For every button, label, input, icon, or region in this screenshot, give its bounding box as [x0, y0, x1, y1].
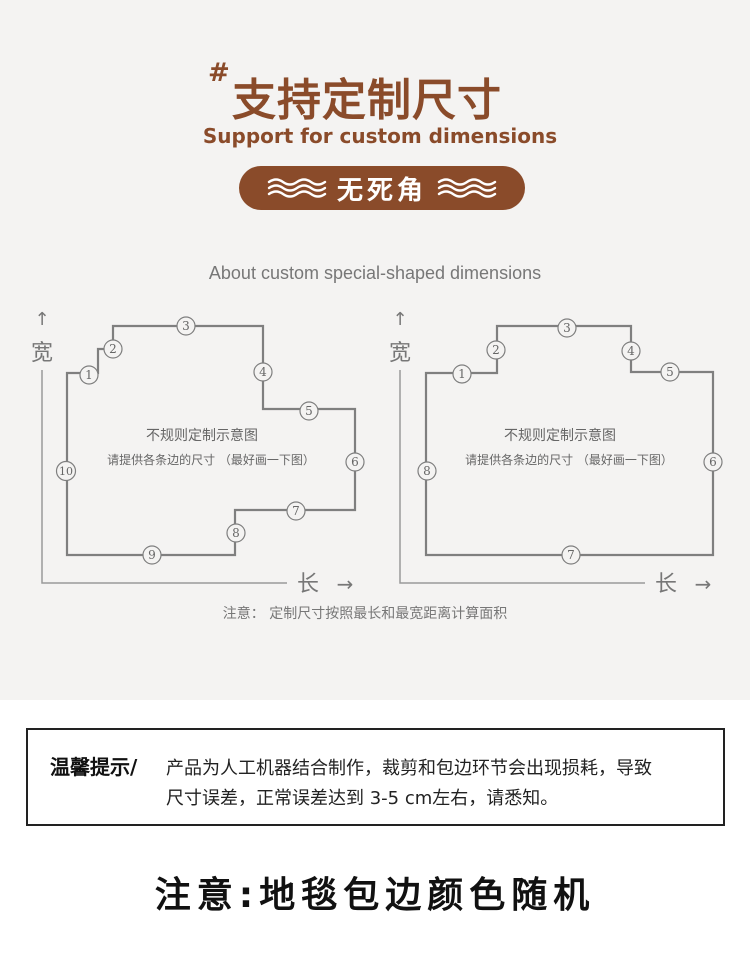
edge-markers: 1 2 3 4 5 6 7 8 [417, 318, 723, 565]
edge-markers: 1 2 3 4 5 6 7 8 9 10 [55, 316, 365, 565]
tips-label: 温馨提示/ [50, 755, 138, 779]
length-axis-label: 长 [297, 572, 319, 597]
axis-arrow-up: ↑ [392, 309, 407, 330]
irregular-diagram-right: ↑ 宽 长 → 不规则定制示意图 请提供各条边的尺寸 （最好画一下图） 1 2 … [389, 309, 723, 597]
edge-number-9: 9 [148, 548, 156, 562]
wave-icon [437, 178, 497, 198]
edge-number-10: 10 [59, 465, 73, 478]
edge-marker-5 [299, 401, 319, 421]
width-axis-label: 宽 [31, 341, 53, 366]
edge-marker-4 [253, 362, 273, 382]
edge-number-6: 6 [709, 455, 717, 469]
axis-arrow-right: → [337, 572, 354, 596]
edge-number-7: 7 [567, 548, 575, 562]
edge-marker-8 [417, 461, 437, 481]
edge-number-3: 3 [182, 319, 190, 333]
tips-line-2: 尺寸误差，正常误差达到 3-5 cm左右，请悉知。 [166, 788, 559, 809]
edge-marker-10 [55, 460, 77, 482]
length-axis-label: 长 [655, 572, 677, 597]
irregular-outline [65, 324, 357, 557]
irregular-diagram-left: ↑ 宽 长 → 不规则定制示意图 请提供各条边的尺寸 （最好画一下图） 1 2 … [31, 309, 365, 597]
diagrams-canvas: ↑ 宽 长 → 不规则定制示意图 请提供各条边的尺寸 （最好画一下图） 1 2 … [31, 309, 723, 597]
diagram-caption-title: 不规则定制示意图 [146, 427, 258, 444]
edge-marker-6 [345, 452, 365, 472]
section-heading: About custom special-shaped dimensions [208, 263, 542, 283]
edge-number-5: 5 [305, 404, 313, 418]
edge-marker-5 [660, 362, 680, 382]
area-calculation-note: 注意： 定制尺寸按照最长和最宽距离计算面积 [222, 606, 508, 622]
tips-line-1: 产品为人工机器结合制作，裁剪和包边环节会出现损耗，导致 [166, 758, 652, 779]
no-dead-angle-badge: 无死角 [239, 166, 525, 210]
axis-lines [399, 370, 645, 584]
axis-lines [41, 370, 287, 584]
edge-number-7: 7 [292, 504, 300, 518]
edge-number-4: 4 [627, 344, 635, 358]
edge-marker-7 [286, 501, 306, 521]
wave-icon [267, 178, 327, 198]
edge-number-4: 4 [259, 365, 267, 379]
edge-number-2: 2 [492, 343, 500, 357]
edge-number-1: 1 [458, 367, 466, 381]
title-hash: # [208, 58, 230, 88]
edge-marker-7 [561, 545, 581, 565]
edge-number-5: 5 [666, 365, 674, 379]
page-title: 支持定制尺寸 [232, 75, 502, 126]
edge-number-8: 8 [232, 526, 240, 540]
edge-number-8: 8 [423, 464, 431, 478]
diagram-caption-text: 请提供各条边的尺寸 （最好画一下图） [465, 452, 673, 467]
badge-label: 无死角 [336, 175, 427, 206]
page-subtitle: Support for custom dimensions [202, 124, 558, 148]
edge-marker-6 [703, 452, 723, 472]
edge-marker-2 [103, 339, 123, 359]
border-color-note: 注意:地毯包边颜色随机 [154, 875, 596, 916]
diagram-caption-text: 请提供各条边的尺寸 （最好画一下图） [107, 452, 315, 467]
edge-number-1: 1 [85, 368, 93, 382]
diagram-caption-title: 不规则定制示意图 [504, 427, 616, 444]
edge-marker-1 [452, 364, 472, 384]
axis-arrow-right: → [695, 572, 712, 596]
tips-box: 温馨提示/ 产品为人工机器结合制作，裁剪和包边环节会出现损耗，导致 尺寸误差，正… [26, 728, 725, 826]
edge-number-2: 2 [109, 342, 117, 356]
axis-arrow-up: ↑ [34, 309, 49, 330]
edge-marker-3 [176, 316, 196, 336]
edge-marker-3 [557, 318, 577, 338]
edge-number-3: 3 [563, 321, 571, 335]
edge-marker-9 [142, 545, 162, 565]
edge-marker-4 [621, 341, 641, 361]
edge-number-6: 6 [351, 455, 359, 469]
edge-marker-2 [486, 340, 506, 360]
width-axis-label: 宽 [389, 341, 411, 366]
edge-marker-1 [79, 365, 99, 385]
edge-marker-8 [226, 523, 246, 543]
